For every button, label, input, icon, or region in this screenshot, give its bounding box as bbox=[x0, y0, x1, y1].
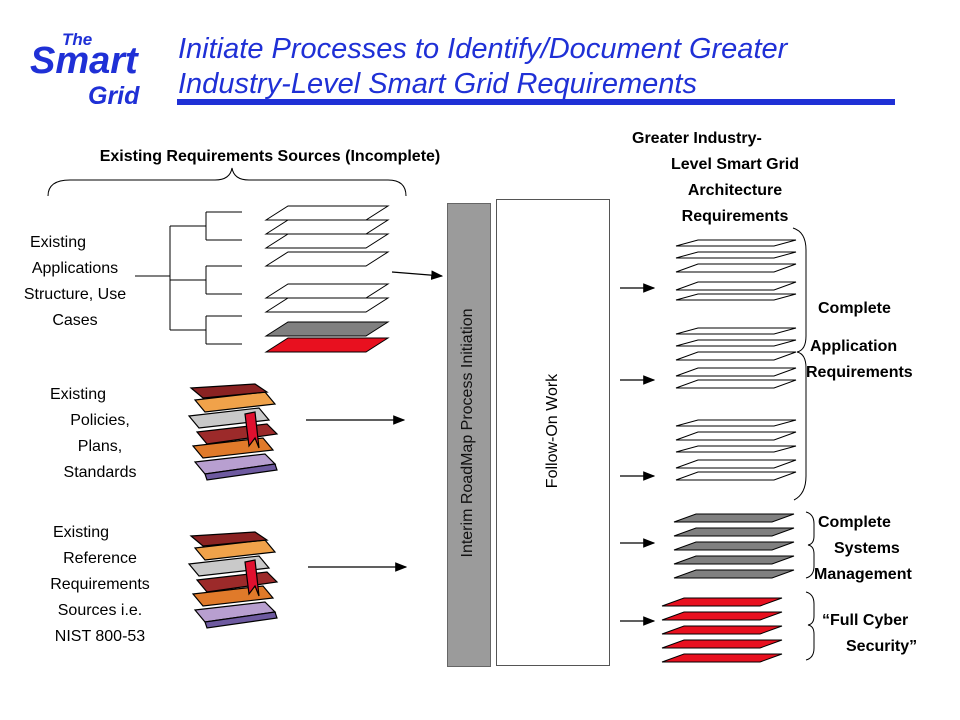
source-sheet-stack bbox=[264, 205, 390, 353]
output-label-cyber: “Full Cyber Security” bbox=[822, 612, 918, 655]
source-label-reference: Existing Reference Requirements Sources … bbox=[50, 524, 150, 645]
sheet-white bbox=[675, 445, 797, 453]
logo-the: The bbox=[62, 30, 93, 49]
sheet-white bbox=[675, 281, 797, 291]
sheet-red bbox=[661, 653, 783, 663]
sheet-white bbox=[675, 431, 797, 441]
sheet-red bbox=[264, 337, 390, 353]
sheet-white bbox=[675, 471, 797, 481]
sheet-white bbox=[264, 233, 390, 249]
sheet-red bbox=[661, 639, 783, 649]
sheet-white bbox=[675, 351, 797, 361]
sheet-white bbox=[264, 219, 390, 235]
output-sheet-stack-red bbox=[661, 597, 783, 663]
sources-header: Existing Requirements Sources (Incomplet… bbox=[99, 148, 441, 165]
book-stack-icon bbox=[187, 531, 279, 629]
brace-systems bbox=[805, 511, 815, 579]
logo-smart: Smart bbox=[30, 40, 138, 82]
sheet-red bbox=[661, 611, 783, 621]
sheet-gray bbox=[673, 569, 795, 579]
sheet-white bbox=[675, 379, 797, 389]
sheet-white bbox=[675, 293, 797, 301]
sheet-gray bbox=[673, 541, 795, 551]
sources-brace bbox=[47, 167, 407, 197]
sheet-gray bbox=[673, 513, 795, 523]
logo-grid: Grid bbox=[88, 82, 140, 110]
source-label-policies: Existing Policies, Plans, Standards bbox=[50, 386, 137, 481]
sheet-gray bbox=[264, 321, 390, 337]
brace-application bbox=[792, 227, 807, 501]
sheet-white bbox=[675, 263, 797, 273]
tree-structure bbox=[135, 211, 242, 345]
output-sheet-stack-gray bbox=[673, 513, 795, 579]
page-title: Initiate Processes to Identify/Document … bbox=[178, 33, 788, 100]
sheet-white bbox=[264, 251, 390, 267]
output-label-application: Complete Application Requirements bbox=[806, 300, 913, 381]
arrow-applications bbox=[391, 270, 444, 280]
sheet-red bbox=[661, 597, 783, 607]
output-sheet-stack-2 bbox=[675, 327, 797, 389]
output-label-systems: Complete Systems Management bbox=[814, 514, 912, 583]
sheet-white bbox=[264, 205, 390, 221]
book-stack-icon bbox=[187, 383, 279, 481]
output-header: Greater Industry- Level Smart Grid Archi… bbox=[632, 130, 800, 225]
sheet-gray bbox=[673, 527, 795, 537]
sheet-white bbox=[675, 459, 797, 469]
source-label-applications: Existing Applications Structure, Use Cas… bbox=[23, 234, 127, 329]
output-sheet-stack-1 bbox=[675, 239, 797, 301]
sheet-white bbox=[264, 283, 390, 299]
output-sheet-stack-3 bbox=[675, 419, 797, 481]
sheet-white bbox=[675, 239, 797, 247]
sheet-white bbox=[264, 297, 390, 313]
sheet-white bbox=[675, 419, 797, 427]
sheet-white bbox=[675, 367, 797, 377]
sheet-white bbox=[675, 339, 797, 347]
sheet-white bbox=[675, 327, 797, 335]
brace-cyber bbox=[805, 591, 815, 661]
sheet-red bbox=[661, 625, 783, 635]
title-underline bbox=[177, 99, 895, 105]
sheet-gray bbox=[673, 555, 795, 565]
sheet-white bbox=[675, 251, 797, 259]
process-bar: Interim RoadMap Process Initiation bbox=[447, 203, 491, 667]
follow-on-box: Follow-On Work bbox=[496, 199, 610, 666]
